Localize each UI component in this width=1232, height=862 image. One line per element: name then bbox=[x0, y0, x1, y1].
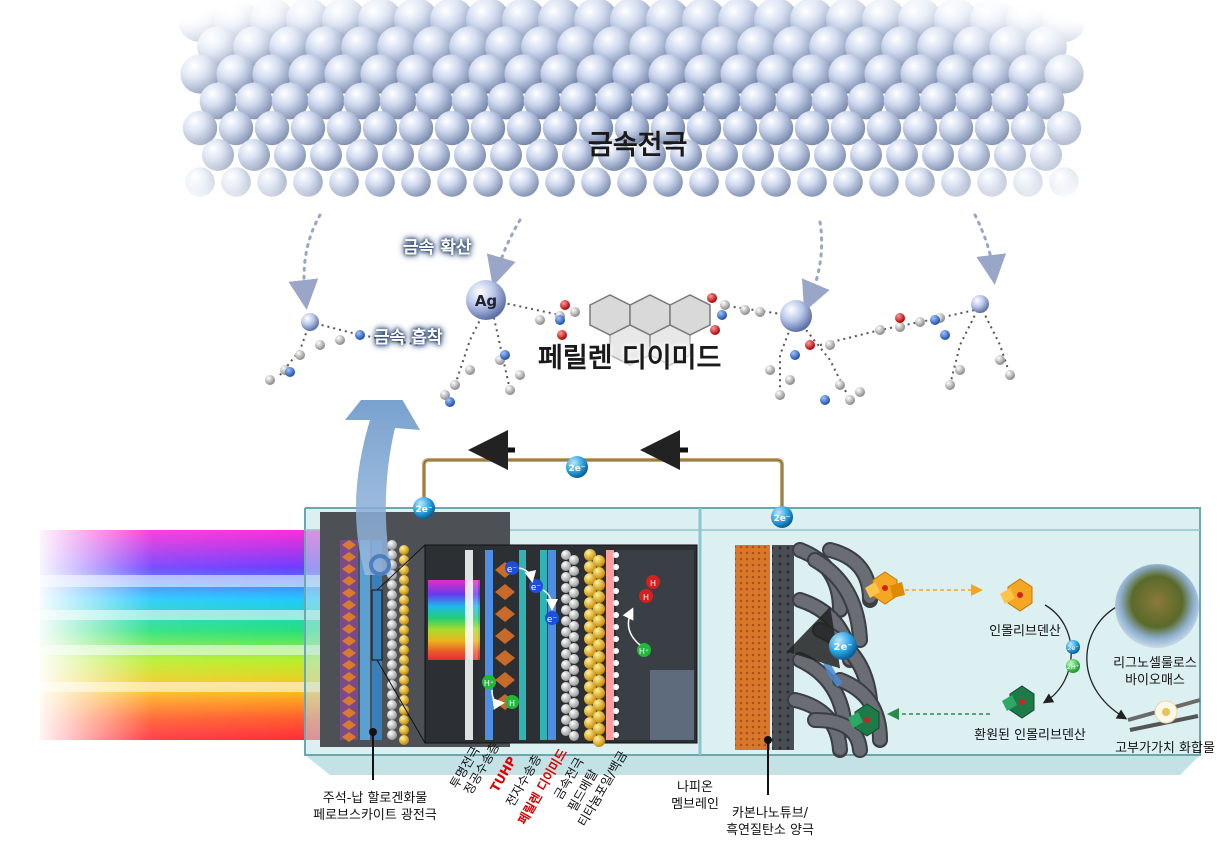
anode-label-1: 카본나노튜브/ bbox=[715, 806, 825, 822]
anode-label-2: 흑연질탄소 양극 bbox=[715, 823, 825, 839]
biomass-label-1: 리그노셀룰로스 bbox=[1100, 656, 1210, 672]
pma-label: 인몰리브덴산 bbox=[975, 624, 1075, 640]
reduced-pma-label: 환원된 인몰리브덴산 bbox=[965, 728, 1095, 744]
biomass-label-2: 바이오매스 bbox=[1100, 673, 1210, 689]
product-label: 고부가가치 화합물 bbox=[1105, 741, 1225, 757]
photoelectrode-label-1: 주석-납 할로겐화물 bbox=[300, 791, 450, 807]
photoelectrode-label-2: 페로브스카이트 광전극 bbox=[300, 808, 450, 824]
membrane-label-1: 나피온 bbox=[645, 780, 745, 796]
